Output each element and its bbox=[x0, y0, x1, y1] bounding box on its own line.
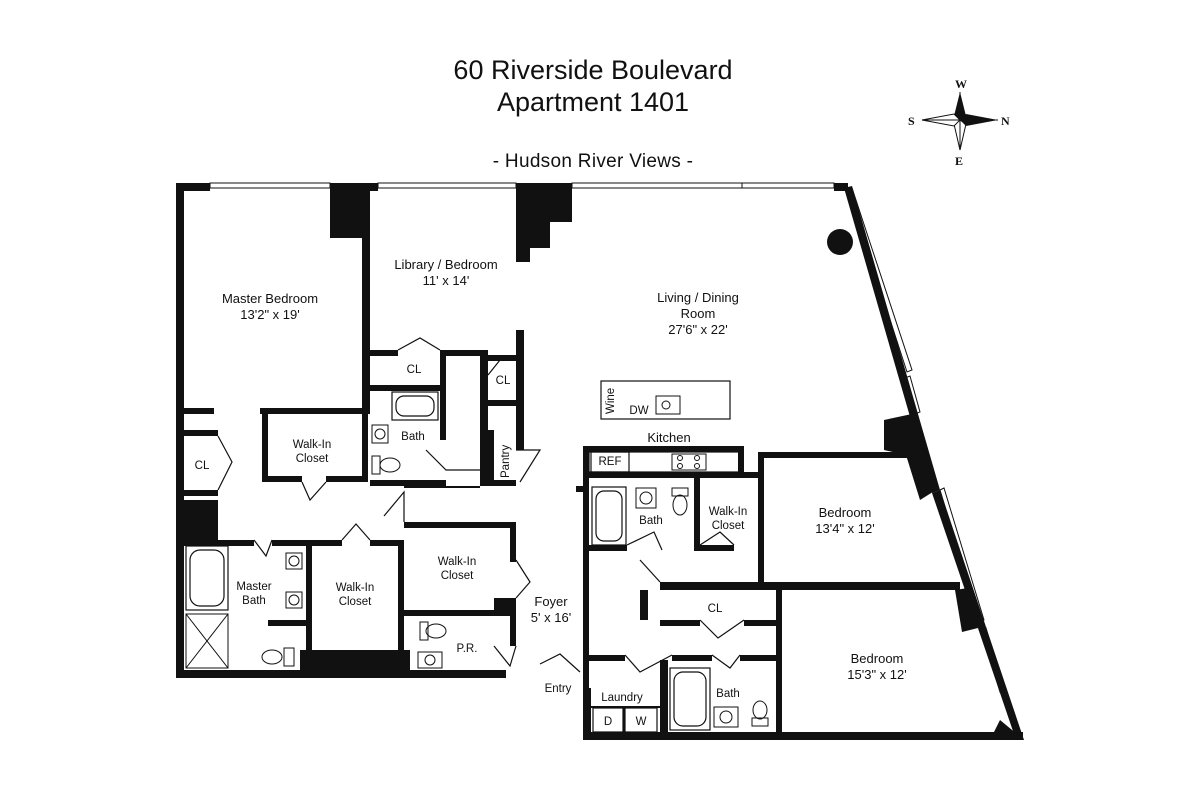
refrigerator-label: REF bbox=[599, 456, 622, 468]
bathtub-icon bbox=[185, 545, 229, 611]
laundry-label: Laundry bbox=[601, 692, 643, 704]
refrigerator-icon bbox=[590, 451, 630, 473]
room-size-master-bedroom: 13'2" x 19' bbox=[240, 307, 299, 322]
room-name-master-bath-1: Master bbox=[236, 581, 271, 593]
room-name-kitchen: Kitchen bbox=[647, 430, 690, 445]
kitchen-island bbox=[600, 380, 731, 420]
apartment-address: 60 Riverside Boulevard bbox=[453, 55, 733, 85]
bath-label-bedroom-3: Bath bbox=[716, 688, 740, 700]
room-name-master-bedroom: Master Bedroom bbox=[222, 291, 318, 306]
bath-label-bedroom-2: Bath bbox=[639, 515, 663, 527]
room-name-master-bath-2: Bath bbox=[242, 595, 266, 607]
room-name-bedroom-3: Bedroom bbox=[851, 651, 904, 666]
apartment-number: Apartment 1401 bbox=[496, 87, 690, 117]
closet-label-bedroom-3: CL bbox=[708, 603, 723, 615]
entry-label: Entry bbox=[545, 683, 572, 695]
dryer-label: D bbox=[604, 716, 612, 728]
walkin-closet-label-2a: Walk-In bbox=[336, 582, 375, 594]
room-size-bedroom-2: 13'4" x 12' bbox=[815, 521, 874, 536]
doors bbox=[217, 337, 745, 673]
room-size-bedroom-3: 15'3" x 12' bbox=[847, 667, 906, 682]
wine-fridge-label: Wine bbox=[605, 388, 617, 414]
bath-label-library: Bath bbox=[401, 431, 425, 443]
room-name-living-2: Room bbox=[681, 306, 716, 321]
bathtub-icon bbox=[669, 667, 711, 731]
dishwasher-label: DW bbox=[629, 405, 648, 417]
pantry-label: Pantry bbox=[500, 445, 512, 478]
views-caption: - Hudson River Views - bbox=[492, 151, 694, 172]
room-name-bedroom-2: Bedroom bbox=[819, 505, 872, 520]
walkin-closet-label-3a: Walk-In bbox=[438, 556, 477, 568]
walkin-closet-label-2b: Closet bbox=[339, 596, 372, 608]
room-size-library: 11' x 14' bbox=[423, 273, 470, 288]
column bbox=[827, 229, 853, 255]
bathtub-icon bbox=[591, 486, 627, 546]
closet-label-library: CL bbox=[407, 364, 422, 376]
washer-dryer bbox=[592, 707, 658, 733]
powder-room-label: P.R. bbox=[457, 643, 478, 655]
compass-west-label: W bbox=[955, 77, 967, 91]
room-name-living-1: Living / Dining bbox=[657, 290, 739, 305]
walkin-closet-label-1a: Walk-In bbox=[293, 439, 332, 451]
sink-icon bbox=[285, 395, 739, 728]
room-size-living: 27'6" x 22' bbox=[668, 322, 727, 337]
walkin-closet-label-3b: Closet bbox=[441, 570, 474, 582]
walkin-closet-label-1b: Closet bbox=[296, 453, 329, 465]
room-name-library: Library / Bedroom bbox=[394, 257, 497, 272]
compass-east-label: E bbox=[955, 154, 963, 168]
room-size-foyer: 5' x 16' bbox=[531, 610, 571, 625]
compass-south-label: S bbox=[908, 114, 915, 128]
cooktop-icon bbox=[671, 453, 707, 471]
toilet-icon bbox=[261, 455, 769, 727]
walkin-closet-label-4b: Closet bbox=[712, 520, 745, 532]
closet-label-hall: CL bbox=[496, 375, 511, 387]
walkin-closet-label-4a: Walk-In bbox=[709, 506, 748, 518]
washer-label: W bbox=[636, 716, 647, 728]
interior-walls bbox=[184, 188, 960, 740]
kitchen-counter bbox=[588, 451, 740, 473]
room-name-foyer: Foyer bbox=[534, 594, 568, 609]
compass-north-label: N bbox=[1001, 114, 1010, 128]
compass-rose-icon bbox=[921, 92, 998, 151]
closet-label-master: CL bbox=[195, 460, 210, 472]
exterior-walls bbox=[176, 183, 1024, 740]
shower-icon bbox=[185, 613, 229, 669]
bathtub-icon bbox=[391, 391, 439, 421]
